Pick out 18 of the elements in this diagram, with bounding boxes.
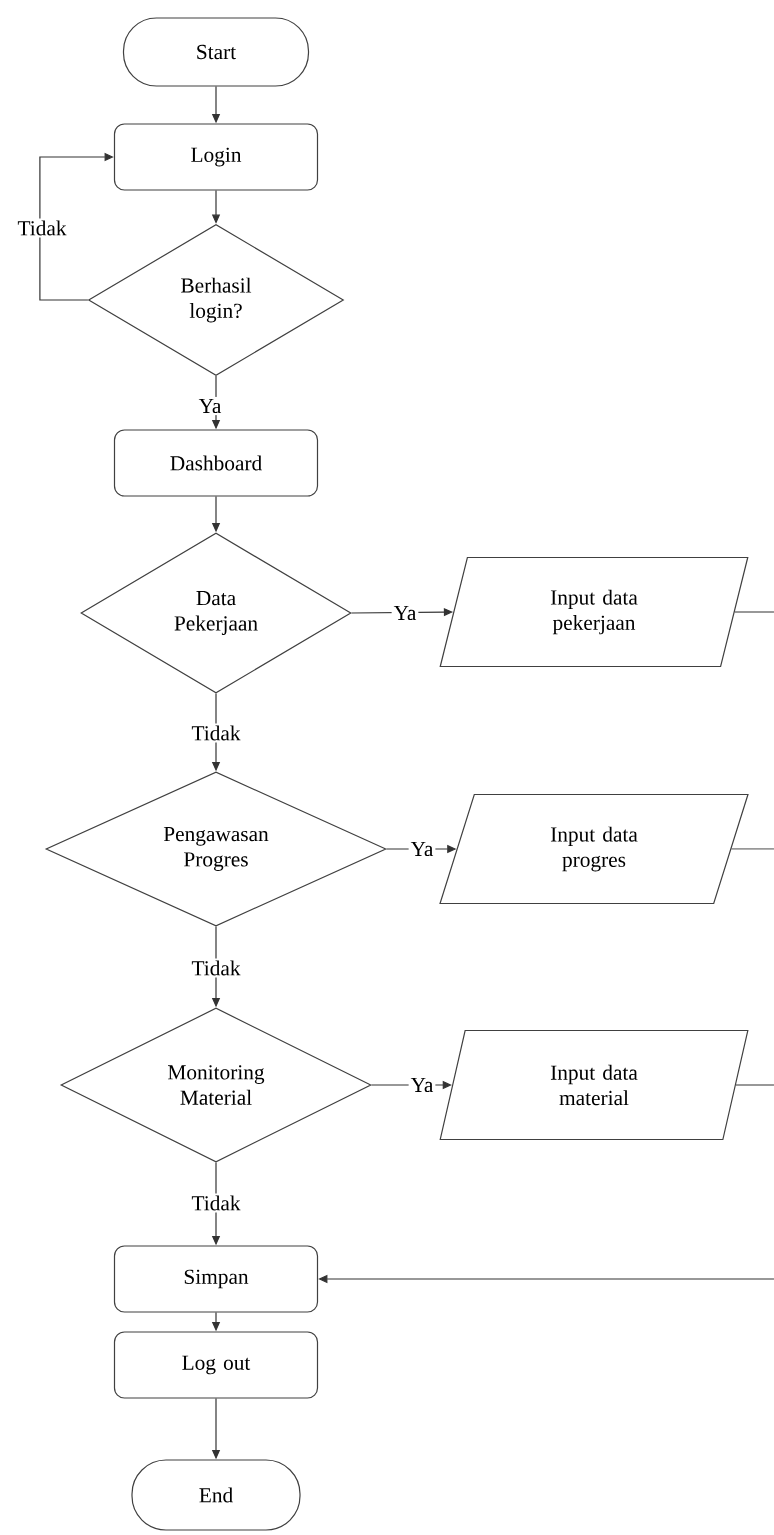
process-box: Login xyxy=(113,123,319,191)
input-parallelogram: Input data pekerjaan xyxy=(439,556,749,668)
connector-line xyxy=(734,611,774,613)
edge-label: Ya xyxy=(196,396,224,416)
connector-line xyxy=(730,848,774,850)
edge-label: Tidak xyxy=(189,958,243,978)
process-box: Log out xyxy=(113,1331,319,1399)
edge-label: Ya xyxy=(391,603,419,623)
edge-label: Tidak xyxy=(189,723,243,743)
input-parallelogram: Input data material xyxy=(439,1029,749,1141)
edge-label: Ya xyxy=(408,839,436,859)
edge-label: Tidak xyxy=(15,218,69,238)
edge-label: Ya xyxy=(408,1075,436,1095)
edge-label: Tidak xyxy=(189,1193,243,1213)
process-box: Dashboard xyxy=(113,429,319,497)
connector-line xyxy=(735,1084,774,1086)
process-box: Simpan xyxy=(113,1245,319,1313)
input-parallelogram: Input data progres xyxy=(439,793,749,905)
